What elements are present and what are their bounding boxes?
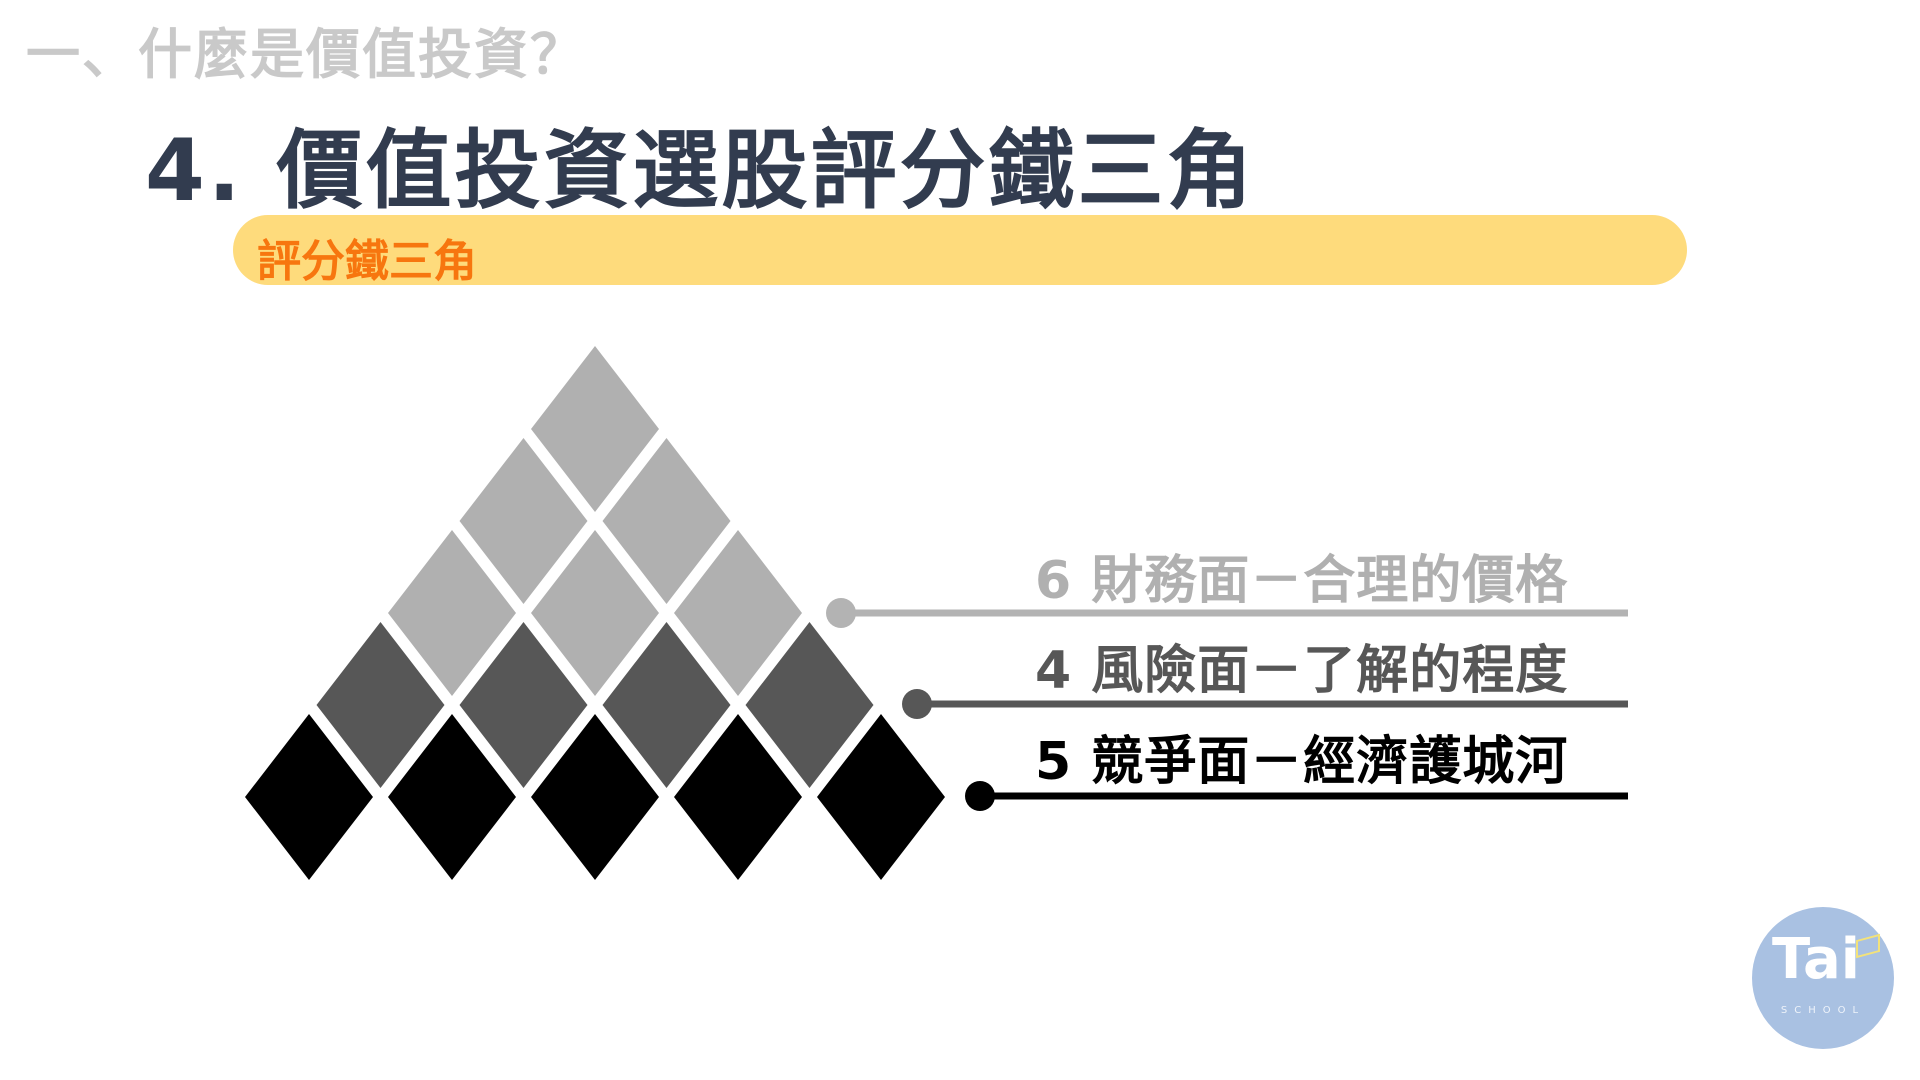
logo-sub: SCHOOL bbox=[1780, 1005, 1866, 1016]
pyramid-diamond bbox=[459, 438, 588, 604]
pyramid-diamond bbox=[531, 530, 659, 696]
pyramid-diamond bbox=[388, 530, 516, 696]
tai-school-logo: Tai SCHOOL bbox=[1752, 907, 1894, 1049]
pyramid-diamond bbox=[531, 714, 659, 880]
legend-label-risk: 4 風險面－了解的程度 bbox=[1035, 641, 1569, 701]
logo-brand: Tai bbox=[1772, 927, 1860, 992]
legend-dot bbox=[965, 781, 995, 811]
legend-dot bbox=[826, 598, 856, 628]
legend-label-financial: 6 財務面－合理的價格 bbox=[1035, 551, 1569, 611]
pyramid-diamond bbox=[602, 622, 731, 788]
pyramid-diamond bbox=[745, 622, 874, 788]
pyramid-diamond bbox=[245, 714, 373, 880]
pyramid-diamond bbox=[602, 438, 731, 604]
legend-label-competition: 5 競爭面－經濟護城河 bbox=[1035, 732, 1569, 792]
page-title: 4. 價值投資選股評分鐵三角 bbox=[145, 121, 1256, 221]
legend-dot bbox=[902, 689, 932, 719]
pyramid-diamond bbox=[674, 714, 802, 880]
pyramid-diamond bbox=[388, 714, 516, 880]
pyramid-diamond bbox=[674, 530, 802, 696]
banner-label: 評分鐵三角 bbox=[257, 236, 477, 287]
banner: 評分鐵三角 bbox=[233, 215, 1687, 287]
pyramid-diamond bbox=[459, 622, 588, 788]
pyramid-diamond bbox=[817, 714, 945, 880]
pyramid-diamond bbox=[531, 346, 659, 512]
pyramid-diamond bbox=[316, 622, 445, 788]
section-heading: 一、什麼是價值投資？ bbox=[26, 23, 586, 86]
